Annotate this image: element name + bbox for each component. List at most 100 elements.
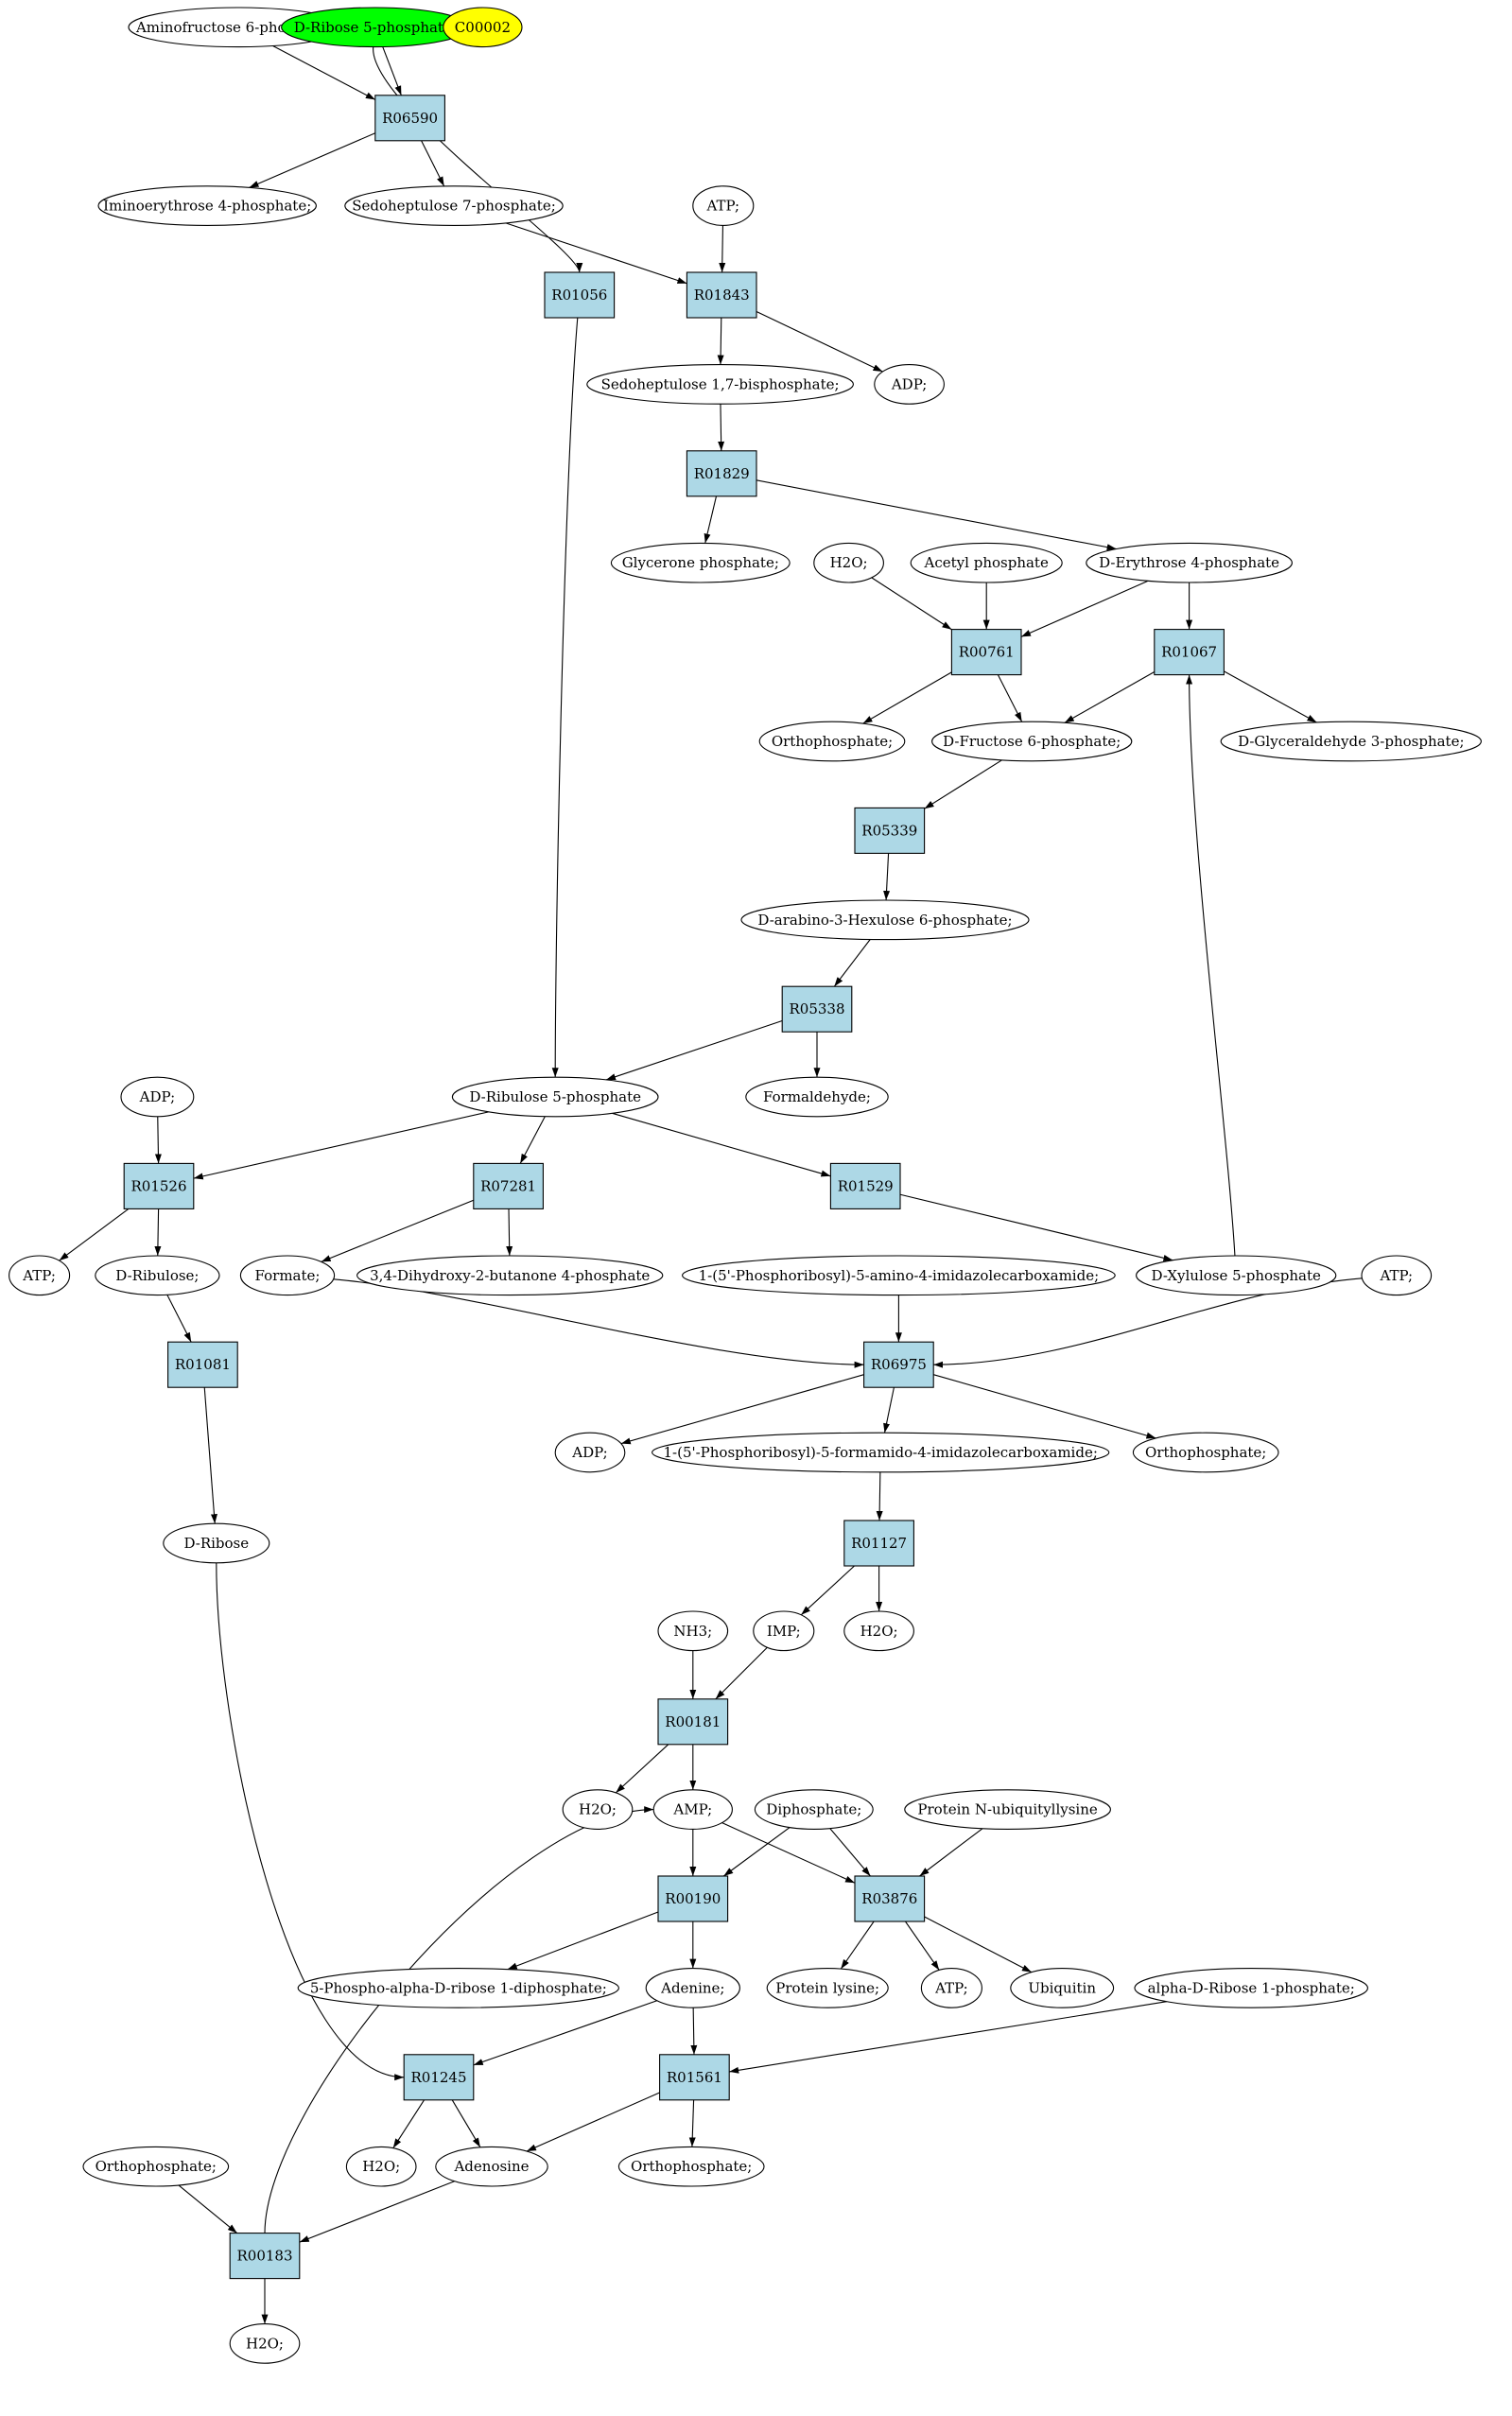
compound-label: Adenine; [660,1979,724,1996]
reaction-box [1154,629,1225,676]
edge-R01067-to-dglyceraldehyde3p [1224,670,1317,723]
compound-label: ATP; [1379,1267,1413,1284]
compound-label: ADP; [139,1088,175,1105]
compound-label: Orthophosphate; [96,2158,217,2175]
edge-R01245-to-adenosine [451,2099,481,2148]
edge-R01561-to-adenosine [526,2092,660,2152]
edge-proteinnubiq-to-R03876 [919,1828,983,1877]
compound-ellipse [9,1255,71,1296]
edge-diphosphate-to-R00190 [723,1827,791,1877]
edge-R01081-to-dribose [203,1387,217,1524]
reaction-label: R01245 [410,2069,466,2086]
compound-label: Sedoheptulose 7-phosphate; [352,198,556,215]
compound-ellipse [297,1968,619,2008]
reaction-label: R07281 [480,1177,536,1194]
compound-label: NH3; [673,1623,712,1640]
compound-label: Orthophosphate; [631,2158,752,2175]
compound-label: D-Xylulose 5-phosphate [1152,1267,1321,1284]
compound-label: Formaldehyde; [763,1088,871,1105]
compound-ellipse [931,721,1133,762]
compound-node-glyceronep: Glycerone phosphate; [610,542,791,583]
edge-hexulose6p-to-R05338 [833,939,871,987]
edge-adenine-to-R01561 [690,2008,698,2055]
edge-R03876-to-proteinlysine [840,1921,875,1970]
reaction-node-R01843: R01843 [686,271,757,319]
compound-node-diphosphate: Diphosphate; [754,1789,874,1830]
compound-node-orthop_1: Orthophosphate; [758,721,906,762]
compound-label: D-arabino-3-Hexulose 6-phosphate; [757,912,1012,929]
compound-ellipse [1086,542,1293,583]
reaction-box [403,2054,475,2101]
edge-dxylulose5p-to-R01067 [1186,674,1236,1257]
compound-node-acetylp: Acetyl phosphate [910,542,1063,583]
compound-ellipse [874,364,945,405]
compound-label: ADP; [571,1444,607,1461]
reaction-box [123,1162,195,1209]
edge-R01526-to-atp_2 [59,1208,130,1261]
compound-node-prpp: 5-Phospho-alpha-D-ribose 1-diphosphate; [297,1968,619,2008]
reaction-node-R01081: R01081 [167,1341,238,1388]
edge-dribulose5p-to-R01529 [612,1112,831,1177]
reaction-label: R01081 [175,1356,231,1373]
compound-node-atp_4: ATP; [920,1968,982,2008]
reaction-box [843,1520,914,1567]
compound-node-dglyceraldehyde3p: D-Glyceraldehyde 3-phosphate; [1220,721,1482,762]
compound-ellipse [97,185,317,226]
compound-node-adenosine: Adenosine [435,2146,548,2187]
edge-R01829-to-derythrose4p [756,479,1117,551]
reaction-node-R01561: R01561 [659,2054,730,2101]
compound-node-ribose1p: alpha-D-Ribose 1-phosphate; [1134,1968,1368,2008]
compound-ellipse [617,2146,765,2187]
compound-node-orthop_3: Orthophosphate; [617,2146,765,2187]
edge-adenine-to-R01245 [473,2000,657,2066]
compound-ellipse [163,1522,270,1564]
compound-ellipse [753,1610,815,1652]
compound-label: D-Ribose 5-phosphate; [294,19,457,36]
edge-R00190-to-prpp [507,1911,659,1971]
edge-derythrose4p-to-R00761 [1020,580,1149,637]
compound-label: Orthophosphate; [1145,1444,1266,1461]
edge-R06590-to-iminoerythrose4p [249,132,376,188]
reaction-node-R03876: R03876 [854,1875,926,1922]
compound-node-h2o_5: H2O; [229,2323,301,2364]
edge-faicar-to-R01127 [876,1471,883,1521]
edge-R00761-to-dfructose6p [997,674,1023,722]
reaction-label: R05338 [789,1000,844,1017]
compound-ellipse [562,1789,634,1830]
reaction-node-R00190: R00190 [657,1875,729,1922]
reaction-node-R01829: R01829 [686,450,757,497]
compound-ellipse [120,1076,195,1118]
compound-ellipse [443,7,523,48]
reaction-box [950,629,1022,676]
compound-label: ATP; [705,198,739,215]
compound-node-h2o_4: H2O; [345,2146,417,2187]
edge-R01127-to-imp [800,1565,855,1616]
reaction-box [657,1875,729,1922]
compound-label: Acetyl phosphate [924,554,1049,571]
compound-node-imp: IMP; [753,1610,815,1652]
reaction-box [863,1341,934,1388]
edge-R03876-to-atp_4 [905,1921,940,1971]
node-layer: Aminofructose 6-phosphate;D-Ribose 5-pho… [9,7,1482,2364]
reaction-label: R01526 [130,1177,186,1194]
compound-ellipse [1010,1968,1115,2008]
reaction-box [829,1162,901,1209]
compound-node-h2o_3: H2O; [562,1789,634,1830]
reaction-node-R00183: R00183 [229,2233,301,2280]
compound-node-dribulose5p: D-Ribulose 5-phosphate [451,1076,659,1118]
compound-ellipse [652,1432,1110,1473]
compound-label: 1-(5'-Phosphoribosyl)-5-amino-4-imidazol… [699,1267,1100,1284]
edge-R03876-to-ubiquitin [924,1916,1033,1973]
compound-ellipse [1361,1255,1433,1296]
edge-R00761-to-orthop_1 [862,671,952,724]
compound-node-adp_2: ADP; [120,1076,195,1118]
compound-ellipse [610,542,791,583]
edge-aminofructose6p-to-R06590 [272,44,376,100]
reaction-node-R01529: R01529 [829,1162,901,1209]
compound-ellipse [652,1789,733,1830]
reaction-box [374,95,445,142]
compound-ellipse [740,899,1030,941]
edge-h2o_1-to-R00761 [871,577,952,631]
compound-node-atp_1: ATP; [692,185,755,226]
compound-label: H2O; [860,1623,898,1640]
